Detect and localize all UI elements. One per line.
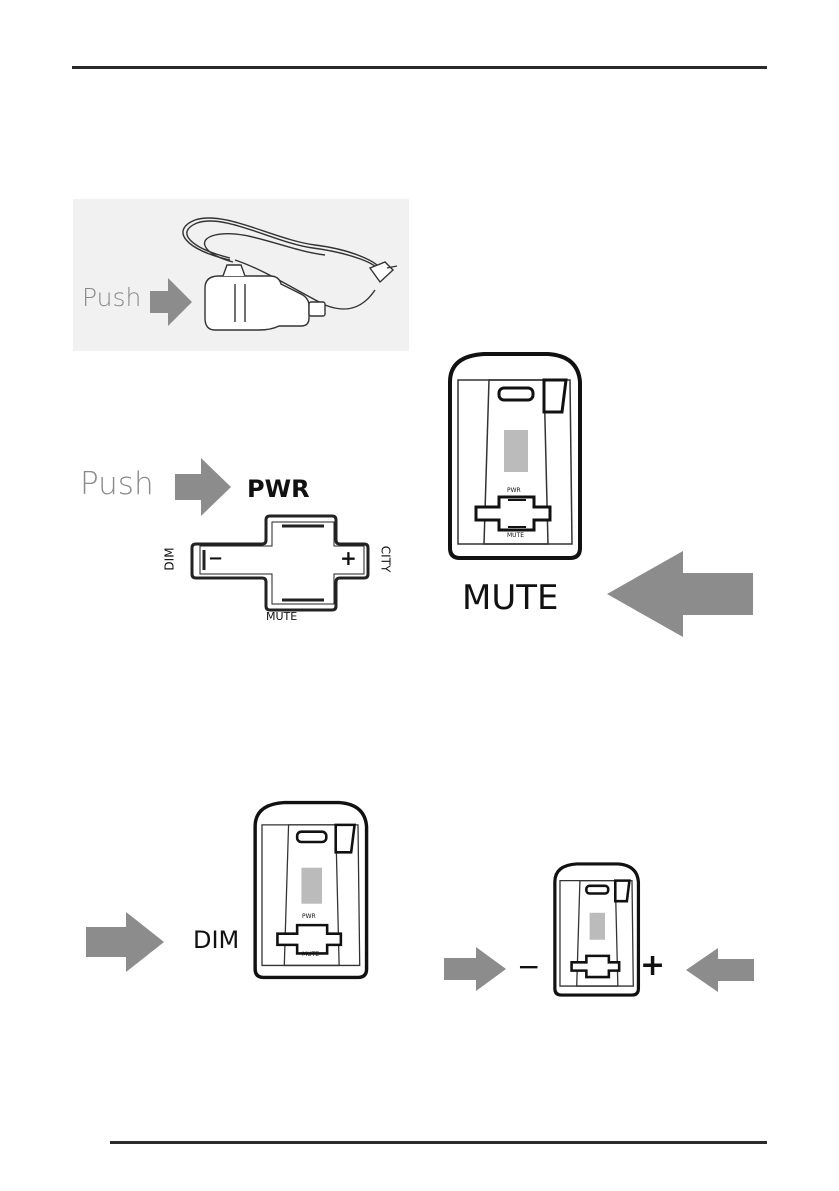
radar-device-mute: PWR MUTE [444,352,584,560]
bottom-rule [110,1141,767,1144]
plus-push-arrow [686,948,754,992]
pwr-label: PWR [247,475,310,503]
radar-device-body [553,862,641,997]
keypad-dim-label: DIM [162,547,177,571]
radar-device-dim: PWR MUTE [250,795,370,985]
radar-device-body [253,800,369,980]
mute-label: MUTE [462,578,559,618]
top-rule [72,66,767,69]
power-push-label: Push [80,466,154,502]
power-cord-icon [182,217,398,331]
device-mute-label: MUTE [507,532,525,539]
dim-label: DIM [193,926,240,954]
keypad-city-label: CITY [378,545,393,573]
keypad-cross-shape [190,514,370,612]
cable-push-label: Push [82,283,142,312]
keypad-minus-symbol: − [208,548,224,569]
power-push-arrow [175,458,231,516]
radar-device-body [448,352,582,560]
minus-push-arrow [444,947,506,991]
mute-push-arrow [607,551,753,637]
device-mute-label: MUTE [302,951,320,958]
radar-device-volume [551,857,641,1002]
keypad-diagram: − + DIM CITY MUTE [163,512,393,624]
plus-symbol: + [640,948,666,983]
keypad-plus-symbol: + [340,546,357,570]
keypad-mute-label: MUTE [266,610,298,623]
minus-symbol: − [517,950,541,983]
device-pwr-label: PWR [507,487,521,494]
device-pwr-label: PWR [302,913,316,920]
cable-push-arrow [150,278,192,326]
dim-push-arrow [86,912,164,972]
